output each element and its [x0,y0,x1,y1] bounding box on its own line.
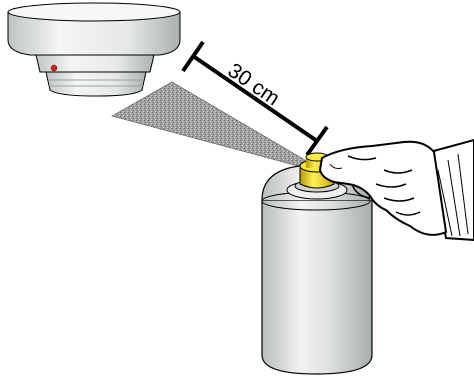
smoke-detector-icon [8,3,180,96]
indicator-led-icon [51,65,57,71]
